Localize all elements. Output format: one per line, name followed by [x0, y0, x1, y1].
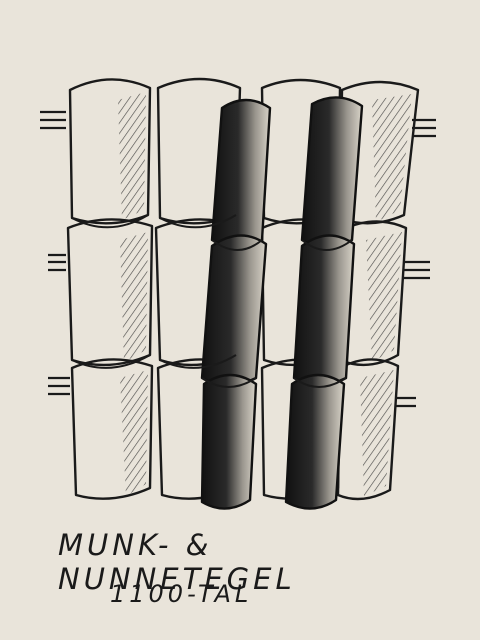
- shading-hatch: [118, 92, 412, 496]
- munk-tiles: [200, 96, 364, 510]
- caption-period: 1100-TAL: [110, 580, 253, 608]
- batten-ends: [40, 110, 436, 408]
- caption-title: MUNK- & NUNNETEGEL: [58, 528, 296, 596]
- tile-rims: [71, 214, 353, 388]
